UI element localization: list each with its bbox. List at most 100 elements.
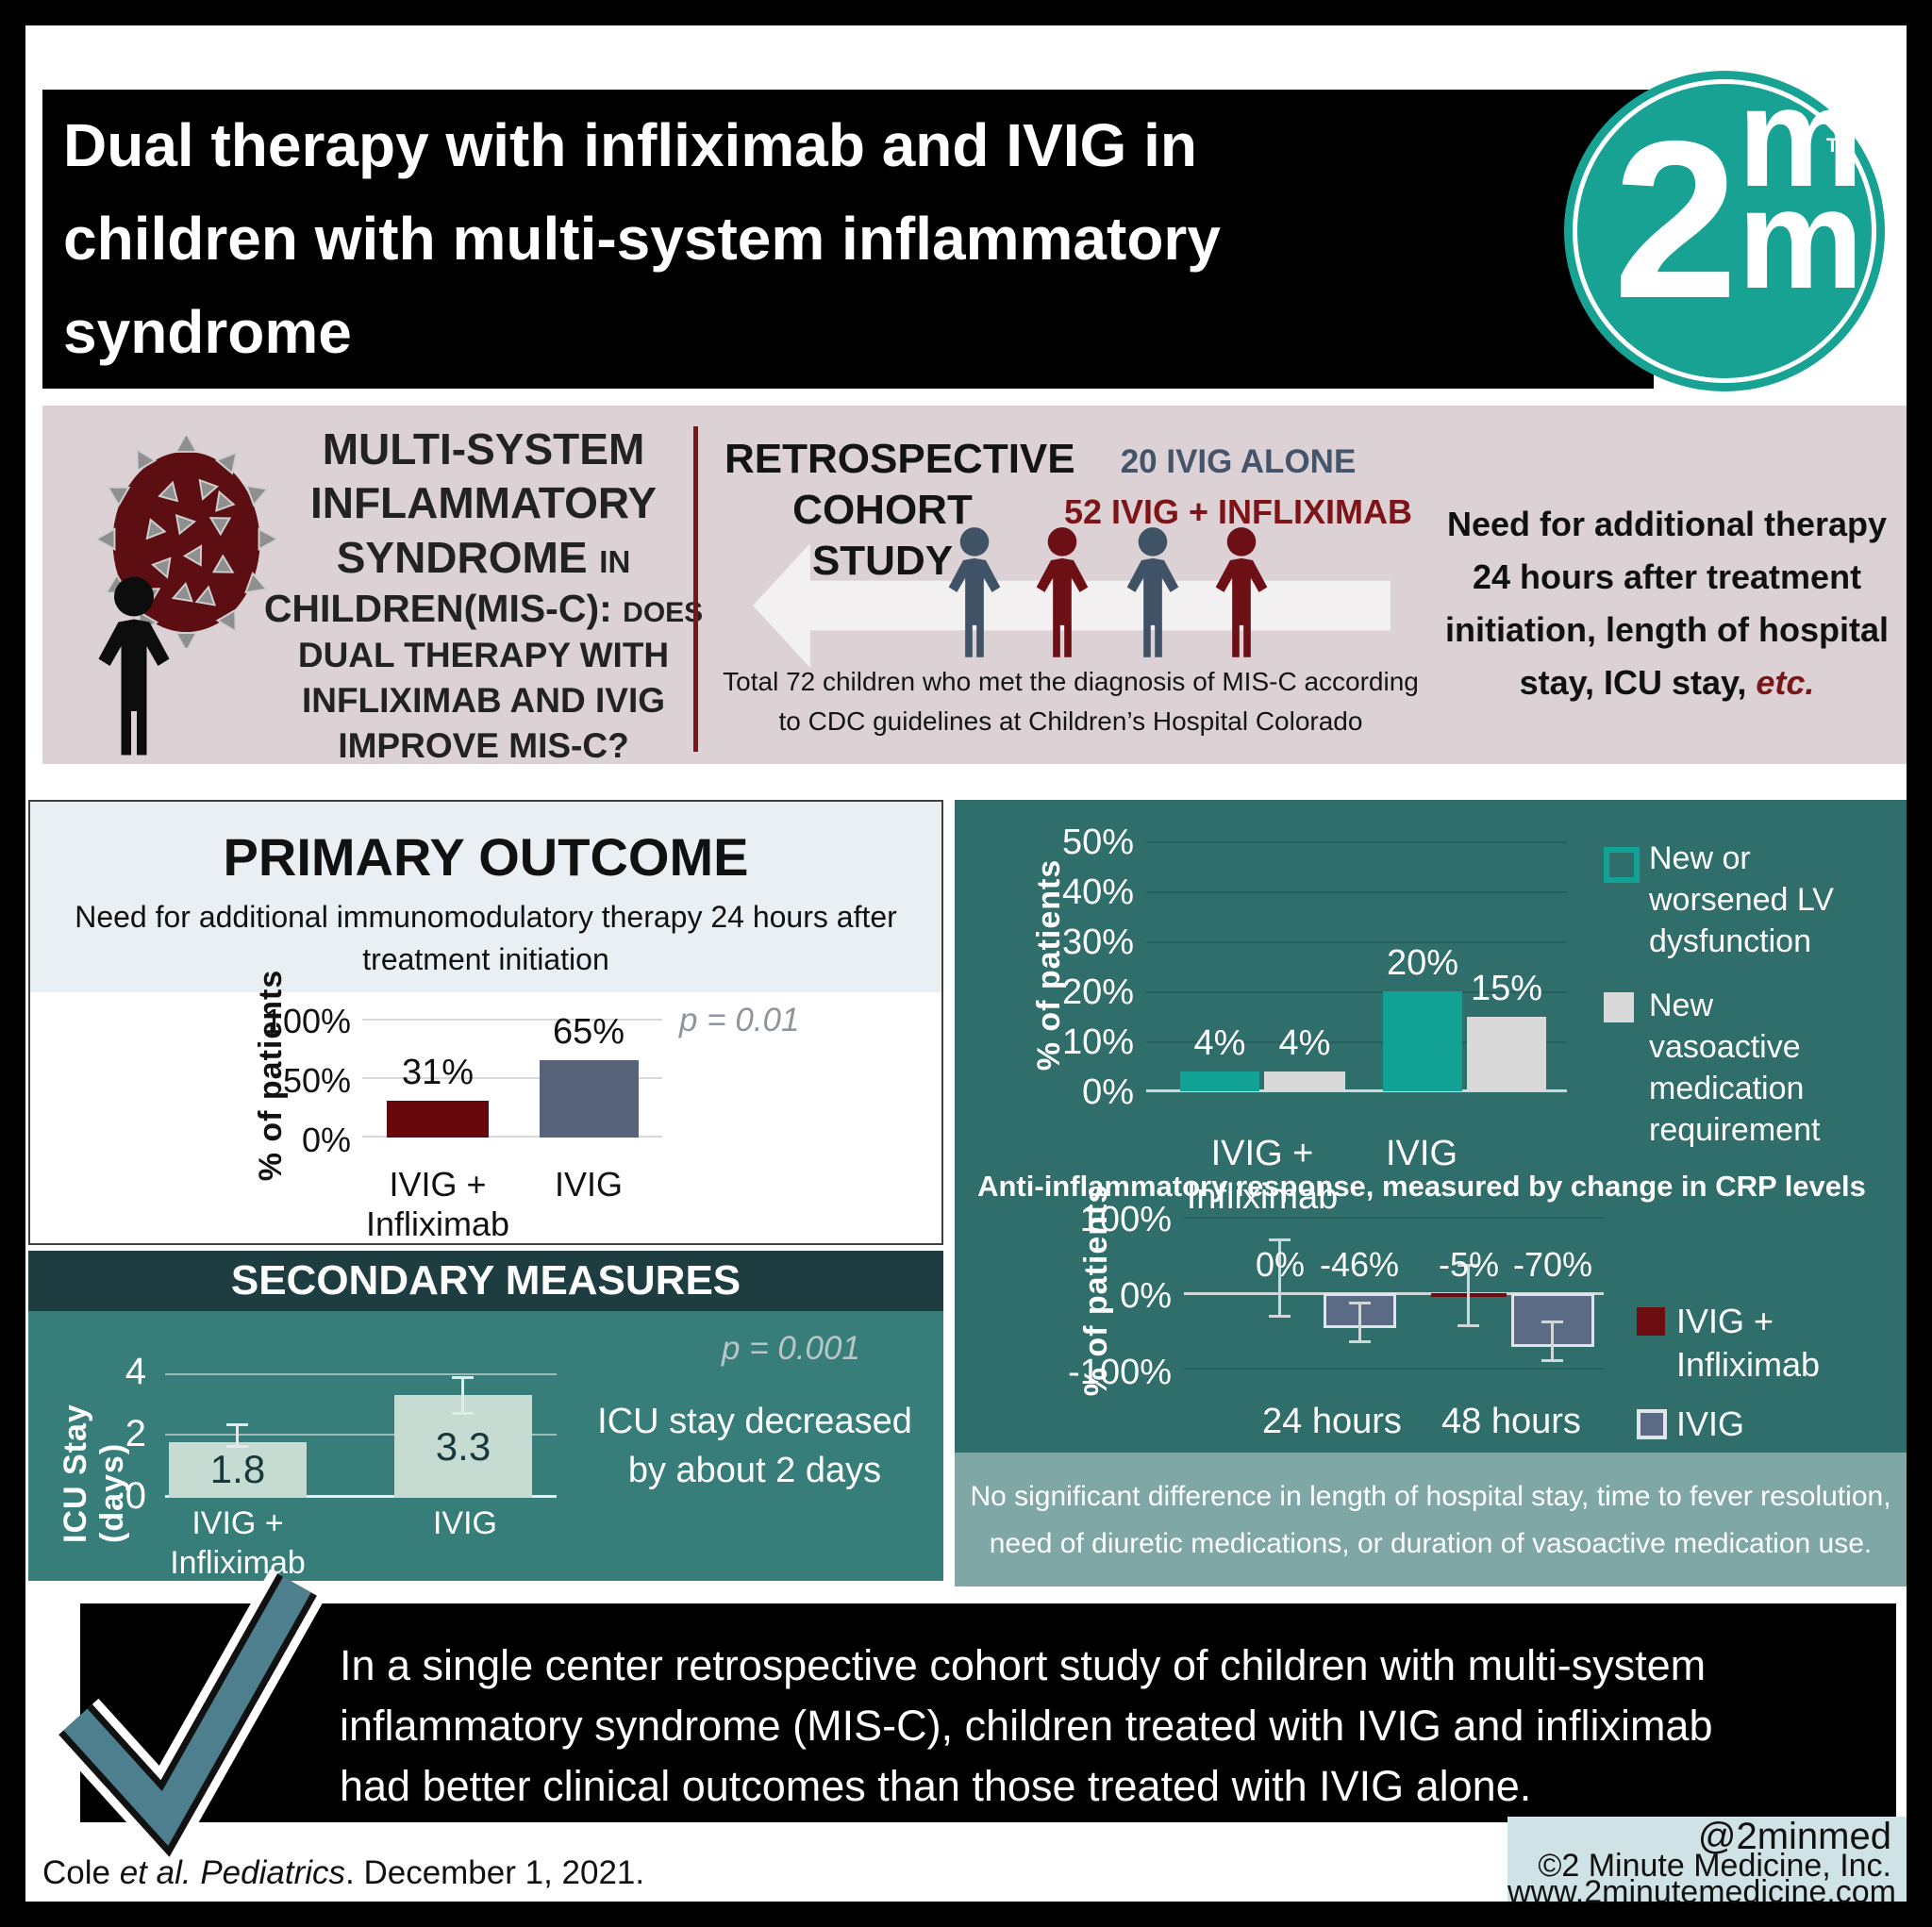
bar-value-label: -70% — [1512, 1245, 1593, 1284]
error-bar — [452, 1376, 474, 1415]
y-tick: 100% — [1079, 1200, 1172, 1239]
gridline — [1184, 1368, 1604, 1370]
y-tick: 2 — [125, 1413, 146, 1454]
secondary-title: SECONDARY MEASURES — [28, 1251, 943, 1311]
bar-value-label: 0% — [1255, 1245, 1306, 1284]
title-banner: Dual therapy with infliximab and IVIG in… — [42, 90, 1654, 389]
x-category-label: 48 hours — [1441, 1402, 1581, 1441]
y-tick: 50% — [282, 1061, 351, 1100]
p-value: p = 0.01 — [679, 1002, 800, 1038]
social-handle[interactable]: @2minmed — [1697, 1816, 1891, 1857]
gridline — [165, 1434, 557, 1436]
gridline — [1184, 1217, 1604, 1219]
vertical-divider — [693, 426, 698, 752]
question-line: MULTI-SYSTEM — [322, 424, 645, 473]
question-line: INFLIXIMAB AND IVIG — [301, 680, 666, 720]
etc-label: etc. — [1756, 663, 1815, 702]
x-category-label: IVIG — [432, 1505, 498, 1541]
page-title: children with multi-system inflammatory — [63, 205, 1221, 273]
trademark-label: TM — [1826, 135, 1856, 157]
p-value: p = 0.001 — [722, 1330, 860, 1367]
misc-question: MULTI-SYSTEM INFLAMMATORY SYNDROME IN CH… — [264, 424, 703, 765]
bar-value-label: 4% — [1193, 1022, 1246, 1063]
y-tick: 0 — [125, 1475, 146, 1517]
crp-chart-title: Anti-inflammatory response, measured by … — [977, 1170, 1866, 1203]
bar-value-label: 20% — [1386, 943, 1459, 983]
gridline — [1146, 841, 1567, 843]
gridline — [1146, 991, 1567, 993]
bar-value-label: 1.8 — [209, 1447, 266, 1492]
bar-vasoactive — [1467, 1016, 1546, 1091]
gridline — [362, 1136, 662, 1138]
bar-ivig — [540, 1060, 639, 1138]
gridline — [362, 1019, 662, 1021]
legend-label-dual: IVIG + Infliximab — [1676, 1302, 1821, 1384]
question-line: SYNDROME IN — [336, 532, 631, 582]
question-line: CHILDREN(MIS-C): DOES — [263, 586, 704, 630]
bar-value-label: -5% — [1438, 1245, 1500, 1284]
gridline — [165, 1373, 557, 1375]
primary-outcome-panel: PRIMARY OUTCOME Need for additional immu… — [28, 800, 943, 1245]
page-title: syndrome — [63, 298, 352, 366]
x-category-label: IVIG + Infliximab — [170, 1505, 306, 1581]
y-tick: 0% — [301, 1121, 351, 1159]
summary-band — [80, 1603, 1896, 1822]
y-tick: 30% — [1061, 922, 1134, 962]
group-ivig-infliximab: 52 IVIG + INFLIXIMAB — [1063, 492, 1413, 531]
primary-subtitle: Need for additional immunomodulatory the… — [75, 900, 897, 976]
primary-title: PRIMARY OUTCOME — [223, 827, 749, 887]
bar-ivig-infliximab — [387, 1100, 489, 1138]
bar-value-label: 31% — [401, 1052, 475, 1092]
question-line: DUAL THERAPY WITH — [297, 635, 670, 674]
logo-ring-icon — [1573, 79, 1876, 383]
primary-header — [30, 802, 941, 992]
secondary-measures-panel: SECONDARY MEASURES ICU Stay (days) 4 2 0… — [28, 1251, 943, 1581]
cardiac-chart-plot: 4% 4% 20% 15% — [1146, 841, 1567, 1092]
checkmark-icon — [52, 1569, 325, 1861]
legend-label-vasoactive: New vasoactive medication requirement — [1649, 988, 1821, 1148]
y-tick: 100% — [263, 1002, 351, 1040]
study-type-label: RETROSPECTIVE COHORT STUDY — [724, 436, 1075, 584]
legend-swatch-ivig — [1637, 1409, 1667, 1439]
child-icon — [74, 575, 194, 759]
study-groups: 20 IVIG ALONE 52 IVIG + INFLIXIMAB — [1042, 443, 1434, 532]
gridline — [362, 1077, 662, 1079]
legend-label-lv: New or worsened LV dysfunction — [1649, 840, 1834, 959]
footer-credits: @2minmed ©2 Minute Medicine, Inc. www.2m… — [1507, 1816, 1907, 1910]
y-tick: 4 — [125, 1351, 146, 1392]
website-link[interactable]: www.2minutemedicine.com — [1507, 1874, 1896, 1910]
bar-lv-dysfunction — [1180, 1071, 1259, 1091]
error-bar — [226, 1423, 248, 1448]
x-category-label: IVIG + Infliximab — [365, 1165, 510, 1243]
page-title: Dual therapy with infliximab and IVIG in — [63, 111, 1197, 179]
crp-chart-plot: 0% -46% -5% -70% 24 hours 48 hours — [1184, 1217, 1604, 1441]
bar-value-label: -46% — [1319, 1245, 1400, 1284]
summary-text: In a single center retrospective cohort … — [340, 1641, 1713, 1810]
error-bar — [1541, 1321, 1563, 1362]
gridline — [1146, 941, 1567, 943]
cohort-note: Total 72 children who met the diagnosis … — [723, 667, 1419, 736]
y-tick: 0% — [1120, 1276, 1172, 1316]
logo-2: 2 — [1613, 95, 1739, 345]
primary-chart-plot: 31% 65% — [362, 1012, 662, 1138]
y-tick: 20% — [1061, 972, 1134, 1012]
x-category-label: IVIG — [1385, 1134, 1458, 1173]
axis-baseline — [165, 1495, 557, 1498]
question-line: IMPROVE MIS-C? — [338, 725, 629, 765]
bar-ivig-infliximab: 1.8 — [169, 1441, 307, 1498]
group-ivig-alone: 20 IVIG ALONE — [1120, 443, 1357, 480]
outcomes-note: Need for additional therapy 24 hours aft… — [1445, 505, 1889, 702]
person-icon — [1194, 526, 1289, 660]
question-line: INFLAMMATORY — [309, 478, 658, 528]
gridline — [1146, 1041, 1567, 1043]
error-bar — [1457, 1264, 1479, 1327]
x-category-label: IVIG + Infliximab — [1186, 1134, 1339, 1217]
no-difference-note: No significant difference in length of h… — [955, 1453, 1907, 1586]
bar-value-label: 15% — [1470, 968, 1543, 1008]
legend-swatch-dual — [1637, 1307, 1665, 1336]
legend-label-ivig: IVIG — [1676, 1404, 1745, 1443]
legend-swatch-vasoactive — [1604, 992, 1634, 1022]
